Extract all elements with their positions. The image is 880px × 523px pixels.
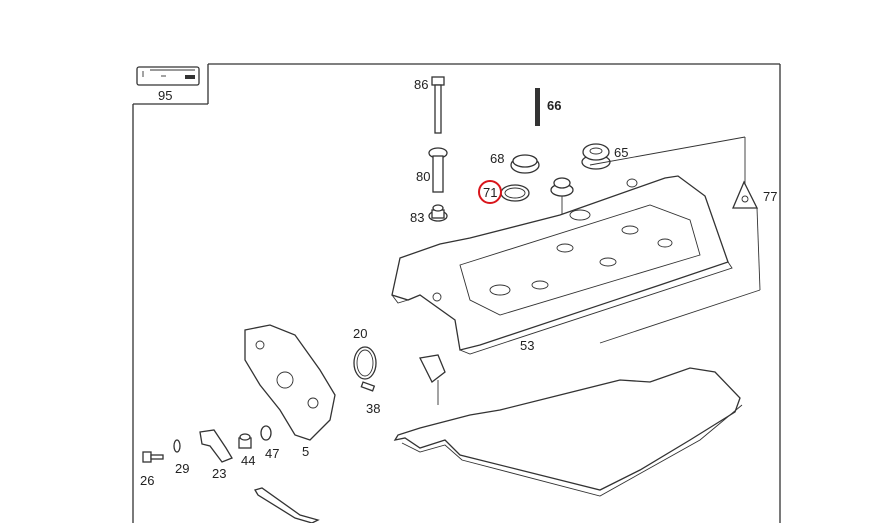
bolt-86 bbox=[431, 76, 445, 134]
callout-80: 80 bbox=[416, 169, 430, 184]
callout-5: 5 bbox=[302, 444, 309, 459]
plug-83 bbox=[428, 204, 448, 222]
callout-26: 26 bbox=[140, 473, 154, 488]
bracket-77 bbox=[732, 180, 759, 209]
callout-29: 29 bbox=[175, 461, 189, 476]
callout-53: 53 bbox=[520, 338, 534, 353]
bracket-23 bbox=[199, 429, 233, 463]
callout-47: 47 bbox=[265, 446, 279, 461]
callout-68: 68 bbox=[490, 151, 504, 166]
callout-20: 20 bbox=[353, 326, 367, 341]
timing-cover-5 bbox=[244, 324, 336, 441]
sensor bbox=[419, 354, 446, 405]
callout-77: 77 bbox=[763, 189, 777, 204]
callout-23: 23 bbox=[212, 466, 226, 481]
callout-86: 86 bbox=[414, 77, 428, 92]
grommet-65 bbox=[581, 143, 611, 170]
seal-47 bbox=[260, 425, 272, 441]
callout-38: 38 bbox=[366, 401, 380, 416]
o-ring-20 bbox=[353, 346, 377, 380]
washer-29 bbox=[173, 439, 181, 453]
callout-65: 65 bbox=[614, 145, 628, 160]
gasket bbox=[393, 367, 743, 497]
callout-83: 83 bbox=[410, 210, 424, 225]
stud-66 bbox=[535, 88, 540, 126]
legend-box: 95 bbox=[136, 66, 200, 103]
callout-66: 66 bbox=[547, 98, 561, 113]
callout-44: 44 bbox=[241, 453, 255, 468]
valve-cover-53 bbox=[391, 136, 761, 355]
diagram-frame bbox=[132, 63, 781, 523]
sleeve-80 bbox=[428, 147, 448, 193]
seal-ring-71 bbox=[500, 184, 530, 202]
callout-71[interactable]: 71 bbox=[483, 185, 497, 200]
pin-38 bbox=[360, 381, 376, 392]
bolt-26 bbox=[142, 451, 164, 463]
legend-symbol-icon bbox=[142, 69, 195, 79]
plug-44 bbox=[238, 433, 252, 449]
cap-68 bbox=[510, 154, 540, 174]
highlight-circle bbox=[478, 180, 502, 204]
callout-95: 95 bbox=[158, 88, 172, 103]
guide-rail bbox=[254, 487, 320, 523]
